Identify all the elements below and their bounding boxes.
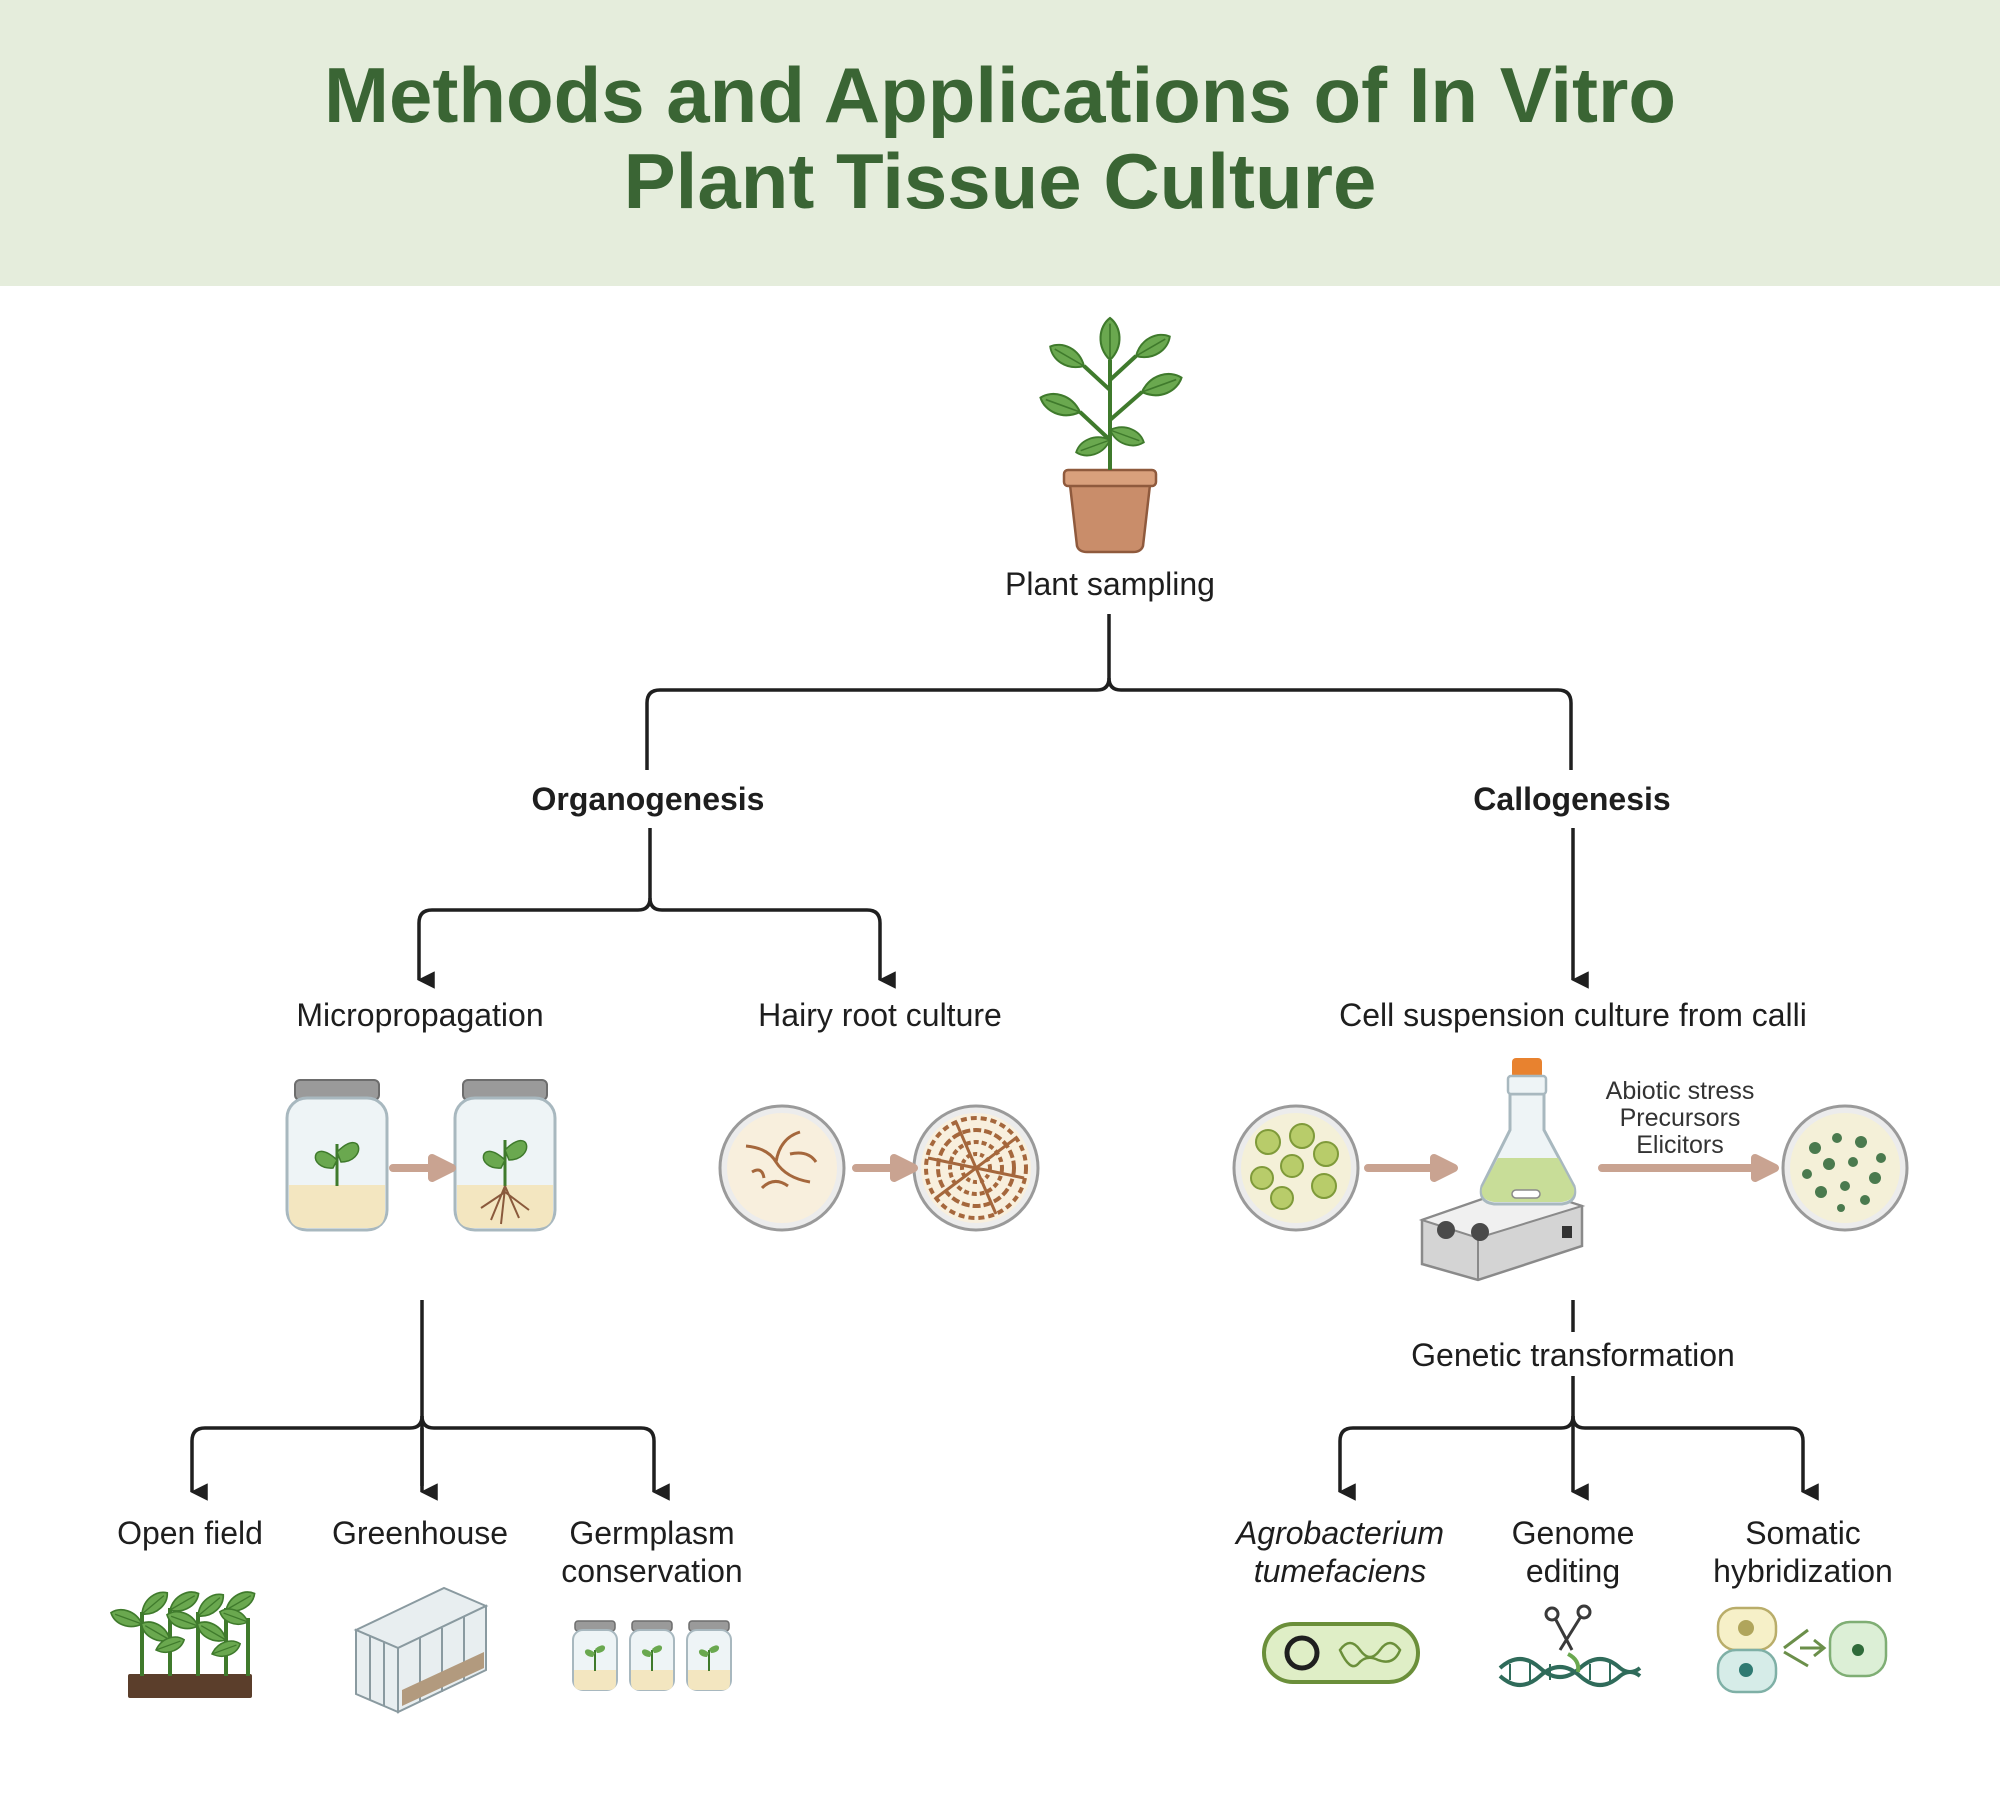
plant-sampling-label: Plant sampling (1005, 566, 1215, 602)
header-banner (0, 0, 2000, 286)
hairy-root-culture-label: Hairy root culture (758, 997, 1002, 1033)
agrobacterium-icon (1262, 1622, 1420, 1684)
agrobacterium-line-1: Agrobacterium (1235, 1515, 1445, 1551)
organogenesis-label: Organogenesis (531, 781, 765, 817)
germplasm-line-1: Germplasm (569, 1515, 735, 1551)
open-field-label: Open field (117, 1515, 263, 1551)
treatment-abiotic-stress: Abiotic stress (1605, 1077, 1755, 1105)
callogenesis-label: Callogenesis (1473, 781, 1671, 817)
open-field-icon (107, 1586, 260, 1698)
jar-rooted-plantlet-icon (453, 1079, 557, 1232)
somatic-hybridization-icon (1716, 1606, 1888, 1694)
title-line-2: Plant Tissue Culture (623, 137, 1377, 225)
treatment-elicitors: Elicitors (1636, 1131, 1724, 1159)
petri-dish-suspension-cells-icon (1781, 1104, 1909, 1232)
genome-editing-label: Genome editing (1453, 1514, 1693, 1590)
connector-organogenesis-split (417, 828, 896, 989)
treatment-list: Abiotic stress Precursors Elicitors (1580, 1078, 1780, 1159)
connector-micropropagation-split (190, 1300, 670, 1501)
petri-dish-hairy-roots-icon (912, 1104, 1040, 1232)
flask-stirrer-icon (1418, 1058, 1586, 1282)
somatic-line-1: Somatic (1745, 1515, 1861, 1551)
agrobacterium-line-2: tumefaciens (1253, 1553, 1427, 1589)
greenhouse-label: Greenhouse (331, 1515, 509, 1551)
germplasm-jars-icon (572, 1620, 732, 1691)
title-line-1: Methods and Applications of In Vitro (323, 51, 1676, 139)
genome-editing-line-1: Genome (1511, 1515, 1635, 1551)
genome-editing-line-2: editing (1525, 1553, 1621, 1589)
connector-transformation-split (1338, 1300, 1819, 1501)
genome-editing-icon (1498, 1604, 1642, 1687)
germplasm-conservation-label: Germplasm conservation (532, 1514, 772, 1590)
petri-dish-roots-icon (718, 1104, 846, 1232)
connector-plant-to-branches (645, 614, 1573, 770)
process-arrow-treatment (1598, 1154, 1779, 1182)
somatic-hybridization-label: Somatic hybridization (1683, 1514, 1923, 1590)
germplasm-line-2: conservation (561, 1553, 743, 1589)
micropropagation-label: Micropropagation (296, 997, 544, 1033)
process-arrow-callus (1364, 1154, 1458, 1182)
genetic-transformation-label: Genetic transformation (1411, 1337, 1735, 1373)
process-arrow-micropropagation (389, 1154, 456, 1182)
jar-explant-icon (285, 1079, 389, 1232)
cell-suspension-label: Cell suspension culture from calli (1339, 997, 1807, 1033)
greenhouse-icon (353, 1586, 489, 1714)
petri-dish-callus-icon (1232, 1104, 1360, 1232)
treatment-precursors: Precursors (1619, 1104, 1741, 1132)
potted-plant-icon (1036, 316, 1186, 554)
somatic-line-2: hybridization (1713, 1553, 1893, 1589)
agrobacterium-label: Agrobacterium tumefaciens (1220, 1514, 1460, 1590)
page-title: Methods and Applications of In Vitro Pla… (0, 52, 2000, 224)
process-arrow-hairy-root (852, 1154, 918, 1182)
